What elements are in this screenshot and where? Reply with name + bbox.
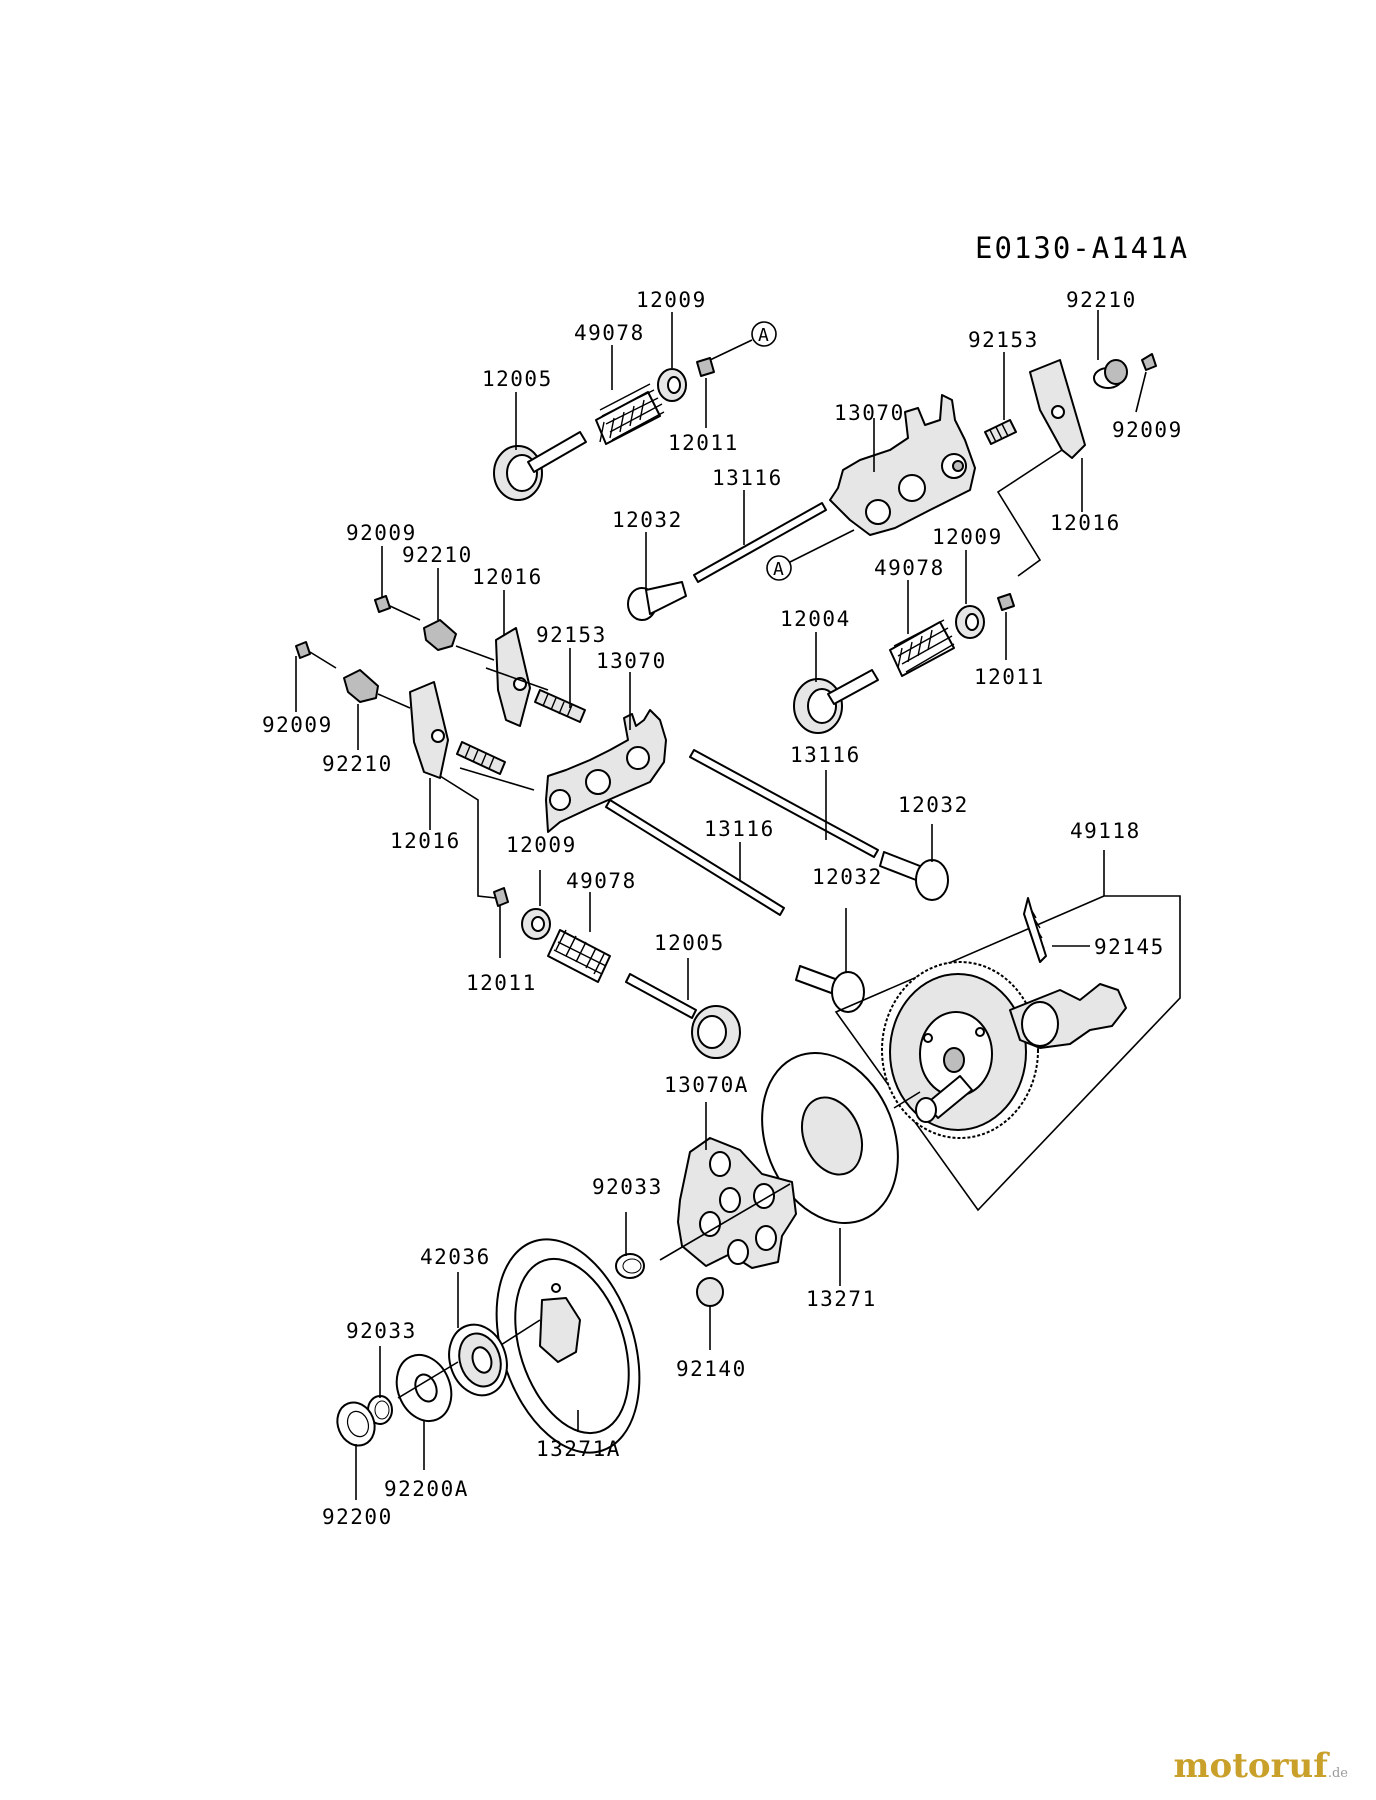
- label-12005-top: 12005: [482, 367, 553, 391]
- label-92200A: 92200A: [384, 1477, 469, 1501]
- svg-text:A: A: [773, 559, 784, 580]
- collet-12011-low: [493, 887, 509, 907]
- label-49078-low: 49078: [566, 869, 637, 893]
- label-12016-l1: 12016: [472, 565, 543, 589]
- label-12016-l2: 12016: [390, 829, 461, 853]
- label-12009-top: 12009: [636, 288, 707, 312]
- valve-12004: [793, 669, 879, 734]
- tappet-12032-top: [627, 581, 687, 621]
- pivot-92210-l1: [423, 619, 457, 651]
- label-13116-low: 13116: [704, 817, 775, 841]
- retainer-12009-top: [657, 368, 687, 402]
- spring-49078-mid: [889, 619, 955, 677]
- label-49078-mid: 49078: [874, 556, 945, 580]
- pushrod-13116-mid: [689, 749, 879, 858]
- spring-49078-top: [595, 383, 665, 445]
- label-92009-l2: 92009: [262, 713, 333, 737]
- label-92033-mid: 92033: [592, 1175, 663, 1199]
- label-92153-l: 92153: [536, 623, 607, 647]
- tappet-12032-low: [795, 965, 865, 1013]
- label-12032-mid: 12032: [898, 793, 969, 817]
- label-12032-top: 12032: [612, 508, 683, 532]
- ref-marker-a-mid: A: [766, 555, 792, 581]
- rocker-arm-12016-top: [1029, 359, 1086, 459]
- nut-92009-top: [1141, 353, 1157, 371]
- label-92009-l1: 92009: [346, 521, 417, 545]
- label-13271: 13271: [806, 1287, 877, 1311]
- nut-92009-l1: [374, 595, 391, 613]
- label-13070-l: 13070: [596, 649, 667, 673]
- washer-92200: [336, 1401, 376, 1447]
- collet-12011-top: [696, 357, 715, 377]
- ball-92140: [696, 1277, 724, 1307]
- pushrod-13116-low: [605, 799, 785, 916]
- pivot-92210-l2: [343, 669, 379, 703]
- pushrod-13116-top: [693, 502, 827, 583]
- brand-watermark: motoruf.de: [1174, 1746, 1348, 1786]
- label-92140: 92140: [676, 1357, 747, 1381]
- label-92210-tr: 92210: [1066, 288, 1137, 312]
- retainer-12009-low: [521, 908, 551, 940]
- nut-92009-l2: [295, 641, 311, 659]
- spring-49078-low: [547, 929, 611, 983]
- rocker-plate-13070-left: [545, 709, 667, 833]
- gear-42036: [448, 1323, 508, 1397]
- label-12016-tr: 12016: [1050, 511, 1121, 535]
- rocker-arm-12016-l2: [409, 681, 449, 779]
- label-13271A: 13271A: [536, 1437, 621, 1461]
- sleeve-13271A: [495, 1238, 641, 1454]
- retainer-12009-mid: [955, 605, 985, 639]
- camshaft-49118: [881, 961, 1127, 1139]
- label-12011-top: 12011: [668, 431, 739, 455]
- tappet-12032-mid: [879, 851, 949, 901]
- stud-92153-l: [534, 689, 586, 723]
- label-13070A: 13070A: [664, 1073, 749, 1097]
- label-42036: 42036: [420, 1245, 491, 1269]
- label-12032-low: 12032: [812, 865, 883, 889]
- valve-12005-low: [625, 973, 741, 1059]
- pivot-92210-top: [1093, 359, 1128, 389]
- label-13116-top: 13116: [712, 466, 783, 490]
- brand-name: motoruf: [1173, 1746, 1328, 1786]
- label-12004: 12004: [780, 607, 851, 631]
- stud-92153-top: [984, 419, 1017, 445]
- label-92009-tr: 92009: [1112, 418, 1183, 442]
- collet-12011-mid: [997, 593, 1015, 611]
- label-92200: 92200: [322, 1505, 393, 1529]
- label-12005-low: 12005: [654, 931, 725, 955]
- ref-marker-a-top: A: [751, 321, 777, 347]
- label-12009-mid: 12009: [932, 525, 1003, 549]
- diagram-code: E0130-A141A: [975, 231, 1189, 265]
- label-49118: 49118: [1070, 819, 1141, 843]
- rocker-plate-13070-top: [829, 394, 976, 536]
- label-92210-l2: 92210: [322, 752, 393, 776]
- label-92033-low: 92033: [346, 1319, 417, 1343]
- label-92210-l1: 92210: [402, 543, 473, 567]
- svg-text:A: A: [758, 325, 769, 346]
- spring-92145: [1023, 897, 1047, 963]
- label-92145: 92145: [1094, 935, 1165, 959]
- label-12011-low: 12011: [466, 971, 537, 995]
- label-13070-top: 13070: [834, 401, 905, 425]
- label-49078-top: 49078: [574, 321, 645, 345]
- label-12011-mid: 12011: [974, 665, 1045, 689]
- valve-12005-top: [493, 431, 587, 501]
- label-92153-tr: 92153: [968, 328, 1039, 352]
- label-12009-low: 12009: [506, 833, 577, 857]
- washer-13271: [761, 1051, 899, 1225]
- brand-tld: .de: [1327, 1766, 1348, 1781]
- stud-92153-l2: [456, 741, 506, 775]
- label-13116-mid: 13116: [790, 743, 861, 767]
- circlip-92033-mid: [615, 1253, 645, 1279]
